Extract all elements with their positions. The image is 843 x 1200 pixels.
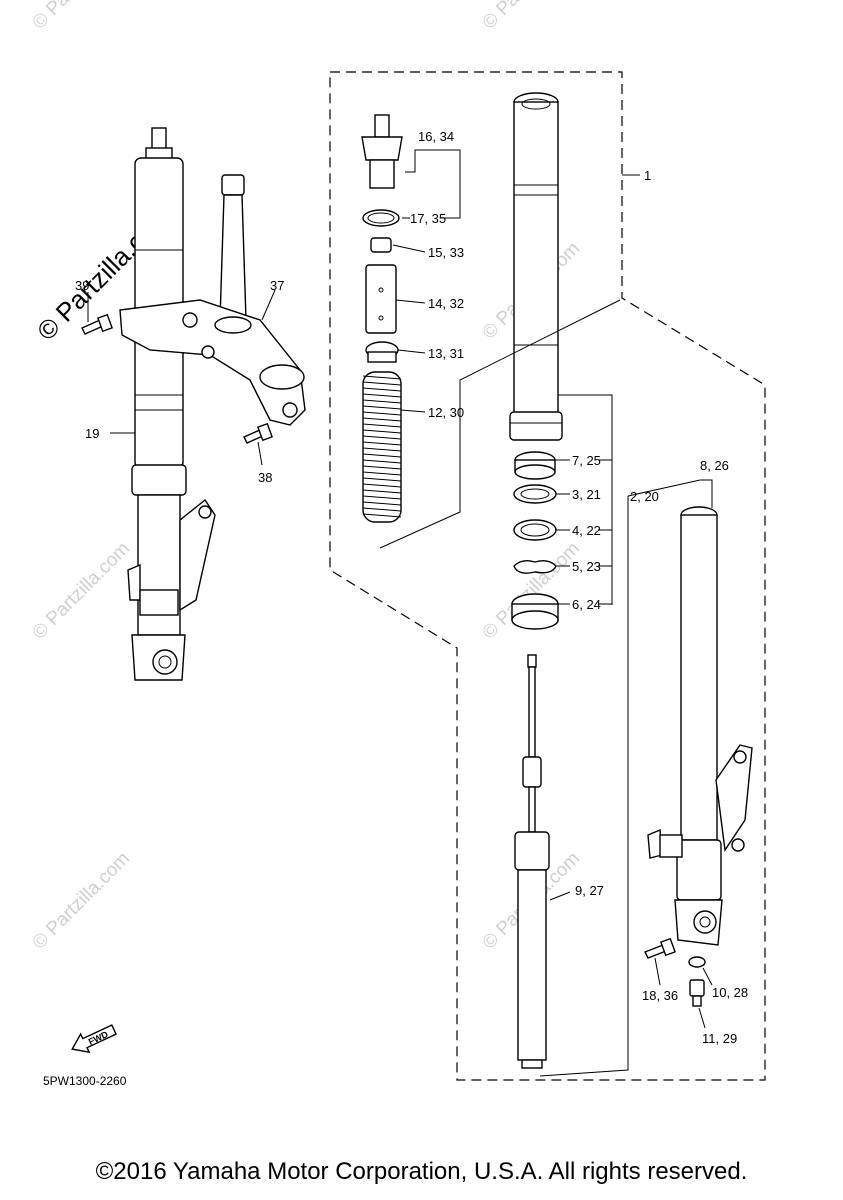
spring-coil <box>362 441 402 446</box>
washer-4 <box>513 519 557 541</box>
callout-13-31: 13, 31 <box>428 346 464 361</box>
callout-11-29: 11, 29 <box>702 1031 737 1046</box>
spring-coil <box>362 417 402 422</box>
callout-5-23: 5, 23 <box>572 559 601 574</box>
spring-coil <box>362 399 402 404</box>
watermarks: © Partzilla.com © Partzilla.com © Partzi… <box>29 0 584 954</box>
spring-coil <box>362 471 402 476</box>
spacer <box>365 264 397 334</box>
callout-14-32: 14, 32 <box>428 296 464 311</box>
callout-15-33: 15, 33 <box>428 245 464 260</box>
spring-coil <box>362 423 402 428</box>
spring-coil <box>362 375 402 380</box>
caliper-mount <box>715 744 753 852</box>
callout-4-22: 4, 22 <box>572 523 601 538</box>
spring-coil <box>362 429 402 434</box>
assembled-fork <box>127 127 216 681</box>
bolts <box>81 313 273 444</box>
callout-3-21: 3, 21 <box>572 487 601 502</box>
fork-spring <box>362 371 402 523</box>
washer-10-icon <box>688 956 706 968</box>
steering-stem <box>219 194 247 321</box>
spring-coil <box>362 501 402 506</box>
callout-16-34: 16, 34 <box>418 129 454 144</box>
callout-39: 39 <box>75 278 89 293</box>
outer-tube-exploded <box>509 92 563 441</box>
callout-17-35: 17, 35 <box>410 211 446 226</box>
outer-tube-top <box>131 464 187 496</box>
callout-10-28: 10, 28 <box>712 985 748 1000</box>
spring-coil <box>362 495 402 500</box>
cap-bolt <box>151 127 167 151</box>
spring-coil <box>362 483 402 488</box>
damper-rod <box>514 654 550 1069</box>
assembly-boundary <box>329 71 766 1081</box>
leader-lines <box>87 149 713 1077</box>
lower-bracket <box>119 174 306 426</box>
steering-stem-top <box>221 174 245 196</box>
fork-cap-body <box>369 159 395 189</box>
watermark: © Partzilla.com <box>29 0 134 34</box>
bushing-3 <box>513 484 557 504</box>
bolt-11-icon <box>689 979 705 997</box>
seals <box>511 451 559 630</box>
spring-coil <box>362 453 402 458</box>
watermark: © Partzilla.com <box>29 848 134 953</box>
callouts: 1 16, 34 17, 35 15, 33 14, 32 13, 31 12,… <box>75 129 748 1046</box>
watermark: © Partzilla.com <box>29 538 134 643</box>
fwd-arrow-icon: FWD <box>71 1024 117 1054</box>
spring-coil <box>362 459 402 464</box>
cartridge <box>517 869 547 1061</box>
nut <box>370 237 392 253</box>
spring-coil <box>362 387 402 392</box>
rod <box>528 666 536 758</box>
spring-coil <box>362 435 402 440</box>
lower-bracket-body <box>119 299 306 426</box>
damper-internals <box>361 114 403 523</box>
cartridge-head <box>514 831 550 871</box>
callout-1: 1 <box>644 168 651 183</box>
spring-coil <box>362 507 402 512</box>
rod-thread <box>527 654 537 668</box>
tube-bottom <box>509 411 563 441</box>
callout-38: 38 <box>258 470 272 485</box>
axle-hole <box>152 649 178 675</box>
callout-9-27: 9, 27 <box>575 883 604 898</box>
spring-coil <box>362 513 402 518</box>
spring-coil <box>362 465 402 470</box>
spring-coil <box>362 477 402 482</box>
inner-tube-8 <box>647 506 753 946</box>
oil-seal-5 <box>513 559 557 574</box>
spring-coil <box>362 447 402 452</box>
inner-tube-body <box>680 514 718 841</box>
callout-8-26: 8, 26 <box>700 458 729 473</box>
caliper-bracket <box>179 498 216 612</box>
callout-19: 19 <box>85 426 99 441</box>
copyright-notice: ©2016 Yamaha Motor Corporation, U.S.A. A… <box>95 1158 748 1185</box>
spring-coil <box>362 405 402 410</box>
adjuster-bolt <box>374 114 390 138</box>
watermark: © Partzilla.com <box>479 0 584 34</box>
spring-coil <box>362 393 402 398</box>
fork-cap <box>361 136 403 161</box>
bracket-boss <box>139 589 179 616</box>
callout-37: 37 <box>270 278 284 293</box>
callout-12-30: 12, 30 <box>428 405 464 420</box>
callout-6-24: 6, 24 <box>572 597 601 612</box>
callout-2-20: 2, 20 <box>630 489 659 504</box>
rod-piston <box>522 756 542 788</box>
clamp-ring <box>259 364 305 390</box>
small-hardware <box>644 937 706 1007</box>
spring-coil <box>362 411 402 416</box>
diagram-code: 5PW1300-2260 <box>43 1074 127 1088</box>
spring-coil <box>362 489 402 494</box>
outer-tube-1 <box>513 101 559 433</box>
callout-18-36: 18, 36 <box>642 988 678 1003</box>
spring-coil <box>362 381 402 386</box>
callout-7-25: 7, 25 <box>572 453 601 468</box>
